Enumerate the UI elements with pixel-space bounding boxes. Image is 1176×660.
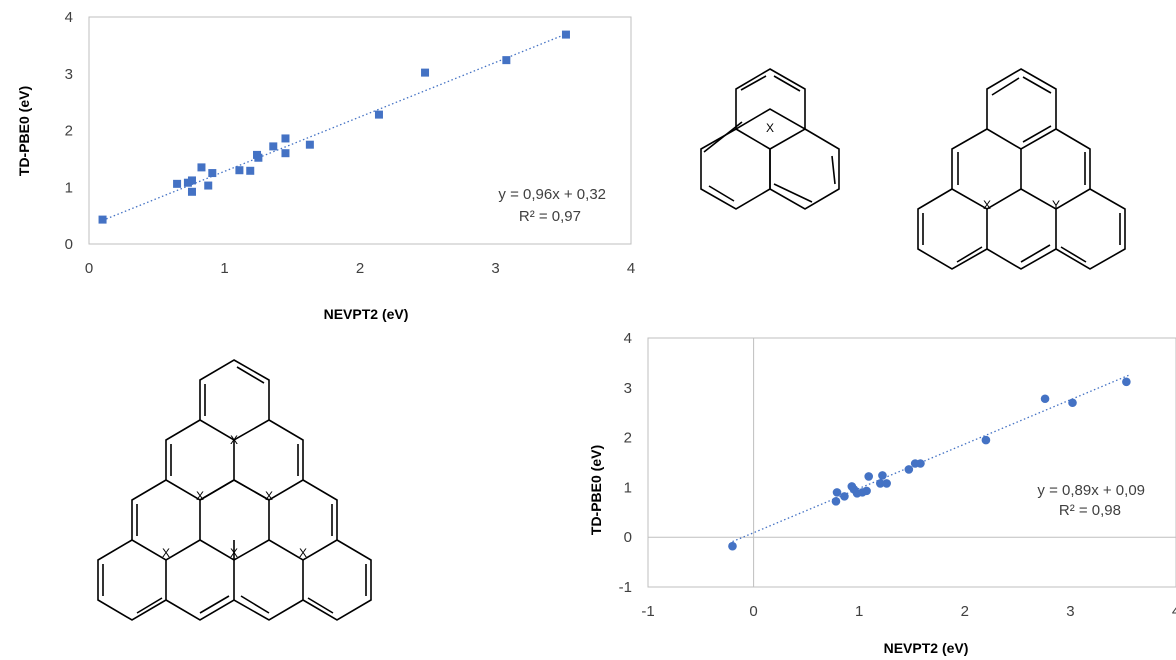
chart1-x-tick-label: 0 (85, 260, 93, 277)
chart2-y-tick-label: 4 (624, 330, 632, 347)
chart1-data-point (561, 30, 570, 39)
chart2-data-point (832, 488, 842, 497)
chart1-data-point (183, 178, 192, 187)
chart2-y-tick-label: 0 (624, 529, 632, 546)
chart1-y-tick-label: 0 (65, 236, 73, 253)
chart1-y-tick-label: 3 (65, 66, 73, 83)
chart1-data-point (197, 163, 206, 172)
chart1-data-point (208, 169, 217, 178)
chart1-data-point (254, 153, 263, 162)
chart1-data-point (305, 140, 314, 149)
chart2-x-tick-label: 4 (1172, 603, 1176, 620)
chart2-x-tick-label: 1 (855, 603, 863, 620)
chart2-data-point (1040, 394, 1050, 404)
chart2-data-point (840, 492, 849, 501)
chart1-y-tick-label: 4 (65, 9, 73, 26)
chart1-y-axis-title: TD-PBE0 (eV) (16, 86, 32, 176)
chart2-data-point (882, 479, 891, 488)
chart2-y-axis-title: TD-PBE0 (eV) (588, 445, 604, 535)
chart2-data-point (864, 472, 874, 481)
chart2-x-axis-title: NEVPT2 (eV) (884, 640, 969, 656)
chart2-y-tick-label: -1 (619, 579, 632, 596)
chart1-data-point (502, 56, 511, 65)
chart1-data-point (173, 179, 182, 188)
chart2-data-point (981, 435, 991, 445)
chart-bottom-right: -1 0 1 2 3 4 -1 0 1 2 3 4 (619, 330, 1176, 620)
chart1-x-tick-label: 4 (627, 260, 635, 277)
molecule-large-atom-2: X (196, 489, 204, 503)
chart1-y-tick-label: 1 (65, 179, 73, 196)
chart2-x-tick-label: 3 (1066, 603, 1074, 620)
chart2-r-squared: R² = 0,98 (1059, 502, 1121, 519)
molecule-large-atom-6: X (299, 546, 307, 560)
chart1-x-tick-label: 1 (220, 260, 228, 277)
chart2-data-point (916, 459, 925, 468)
chart1-x-axis-title: NEVPT2 (eV) (324, 306, 409, 322)
molecule-large-atom-3: X (265, 489, 273, 503)
chart2-data-point (878, 471, 887, 480)
molecule-small-center-atom: X (766, 121, 774, 135)
chart1-trendline (102, 33, 567, 221)
chart2-data-point (728, 541, 737, 551)
chart1-data-point (281, 134, 290, 143)
chart1-data-point (204, 181, 213, 190)
chart1-data-point (98, 215, 107, 224)
chart1-data-point (281, 149, 290, 158)
chart2-y-tick-label: 1 (624, 479, 632, 496)
chart1-trendline-equation: y = 0,96x + 0,32 (498, 186, 606, 203)
chart2-y-tick-label: 3 (624, 380, 632, 397)
chart2-data-point (862, 486, 871, 496)
molecule-medium-structure (917, 68, 1126, 270)
chart1-data-point (246, 166, 255, 175)
chart2-data-point (876, 479, 885, 488)
molecule-large-structure (97, 359, 372, 621)
molecule-medium-right-atom: Y (1052, 198, 1060, 212)
chart1-data-point (187, 176, 196, 185)
chart2-data-point (1068, 398, 1077, 408)
chart2-x-tick-label: 0 (749, 603, 757, 620)
chart1-y-tick-label: 2 (65, 123, 73, 140)
chart2-y-tick-label: 2 (624, 430, 632, 447)
molecule-large-atom-4: X (162, 546, 170, 560)
chart1-r-squared: R² = 0,97 (519, 208, 581, 225)
chart1-data-point (374, 110, 383, 119)
chart1-x-tick-label: 3 (491, 260, 499, 277)
chart-top-left: 0 1 2 3 4 0 1 2 3 4 (65, 9, 636, 277)
chart1-x-tick-label: 2 (356, 260, 364, 277)
chart1-data-point (235, 166, 244, 175)
molecule-large-atom-1: X (230, 433, 238, 447)
molecule-medium-left-atom: X (983, 198, 991, 212)
chart1-data-point (187, 187, 196, 196)
chart2-plot-frame (647, 337, 1176, 588)
chart2-x-tick-label: -1 (641, 603, 654, 620)
chart2-trendline-equation: y = 0,89x + 0,09 (1037, 482, 1145, 499)
molecule-small-structure (700, 68, 840, 210)
chart1-data-point (421, 68, 430, 77)
chart2-data-point (904, 465, 914, 474)
chart2-x-tick-label: 2 (961, 603, 969, 620)
chart2-data-point (831, 497, 841, 506)
molecule-large-atom-5: X (230, 546, 238, 560)
chart2-data-point (1122, 377, 1131, 387)
chart1-data-point (269, 142, 278, 151)
